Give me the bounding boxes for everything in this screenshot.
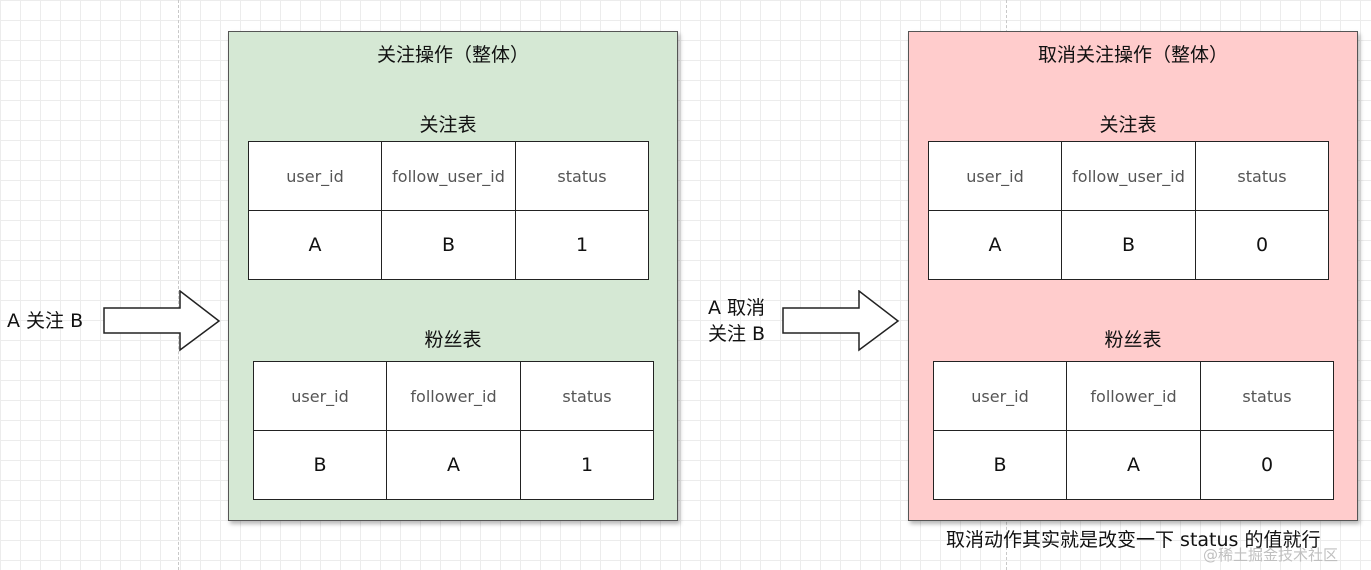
- table-cell: A: [1066, 430, 1201, 500]
- table-cell: 0: [1200, 430, 1334, 500]
- unfollow-label-line-2: 关注 B: [708, 323, 766, 345]
- header-cell: user_id: [248, 141, 382, 211]
- follow-table-title: 关注表: [419, 114, 477, 136]
- header-cell: status: [515, 141, 649, 211]
- header-cell: user_id: [253, 361, 387, 431]
- footnote-text: 取消动作其实就是改变一下 status 的值就行: [946, 529, 1321, 551]
- table-row: B A 1: [253, 430, 654, 500]
- unfollow-label-line-1: A 取消: [708, 297, 766, 319]
- table-header-row: user_id follow_user_id status: [928, 141, 1329, 211]
- follow-table: user_id follow_user_id status A B 1: [248, 141, 649, 280]
- table-cell: A: [248, 210, 382, 280]
- table-cell: B: [933, 430, 1067, 500]
- table-row: A B 0: [928, 210, 1329, 280]
- unfollow-operation-panel: 取消关注操作（整体） 关注表 user_id follow_user_id st…: [908, 31, 1358, 521]
- header-cell: follow_user_id: [381, 141, 516, 211]
- table-cell: 1: [520, 430, 654, 500]
- table-row: A B 1: [248, 210, 649, 280]
- unfollow-action-label: A 取消 关注 B: [708, 295, 765, 347]
- header-cell: user_id: [928, 141, 1062, 211]
- header-cell: status: [1195, 141, 1329, 211]
- fan-table-title: 粉丝表: [424, 329, 482, 351]
- header-cell: status: [520, 361, 654, 431]
- arrow-right-icon: [782, 290, 900, 352]
- follow-table: user_id follow_user_id status A B 0: [928, 141, 1329, 280]
- panel-title: 取消关注操作（整体）: [1037, 44, 1228, 66]
- header-cell: follower_id: [386, 361, 521, 431]
- table-cell: 1: [515, 210, 649, 280]
- table-header-row: user_id follower_id status: [933, 361, 1334, 431]
- table-cell: B: [253, 430, 387, 500]
- watermark: @稀土掘金技术社区: [1203, 546, 1339, 564]
- table-cell: 0: [1195, 210, 1329, 280]
- follow-table-title: 关注表: [1099, 114, 1157, 136]
- table-header-row: user_id follower_id status: [253, 361, 654, 431]
- header-cell: user_id: [933, 361, 1067, 431]
- follow-operation-panel: 关注操作（整体） 关注表 user_id follow_user_id stat…: [228, 31, 678, 521]
- table-cell: A: [928, 210, 1062, 280]
- fan-table: user_id follower_id status B A 0: [933, 361, 1334, 500]
- table-cell: B: [1061, 210, 1196, 280]
- table-row: B A 0: [933, 430, 1334, 500]
- header-cell: follow_user_id: [1061, 141, 1196, 211]
- table-cell: B: [381, 210, 516, 280]
- table-header-row: user_id follow_user_id status: [248, 141, 649, 211]
- fan-table: user_id follower_id status B A 1: [253, 361, 654, 500]
- header-cell: follower_id: [1066, 361, 1201, 431]
- fan-table-title: 粉丝表: [1104, 329, 1162, 351]
- panel-title: 关注操作（整体）: [376, 44, 529, 66]
- follow-action-label: A 关注 B: [7, 310, 84, 332]
- arrow-right-icon: [103, 290, 221, 352]
- guide-line-left: [178, 0, 179, 570]
- header-cell: status: [1200, 361, 1334, 431]
- table-cell: A: [386, 430, 521, 500]
